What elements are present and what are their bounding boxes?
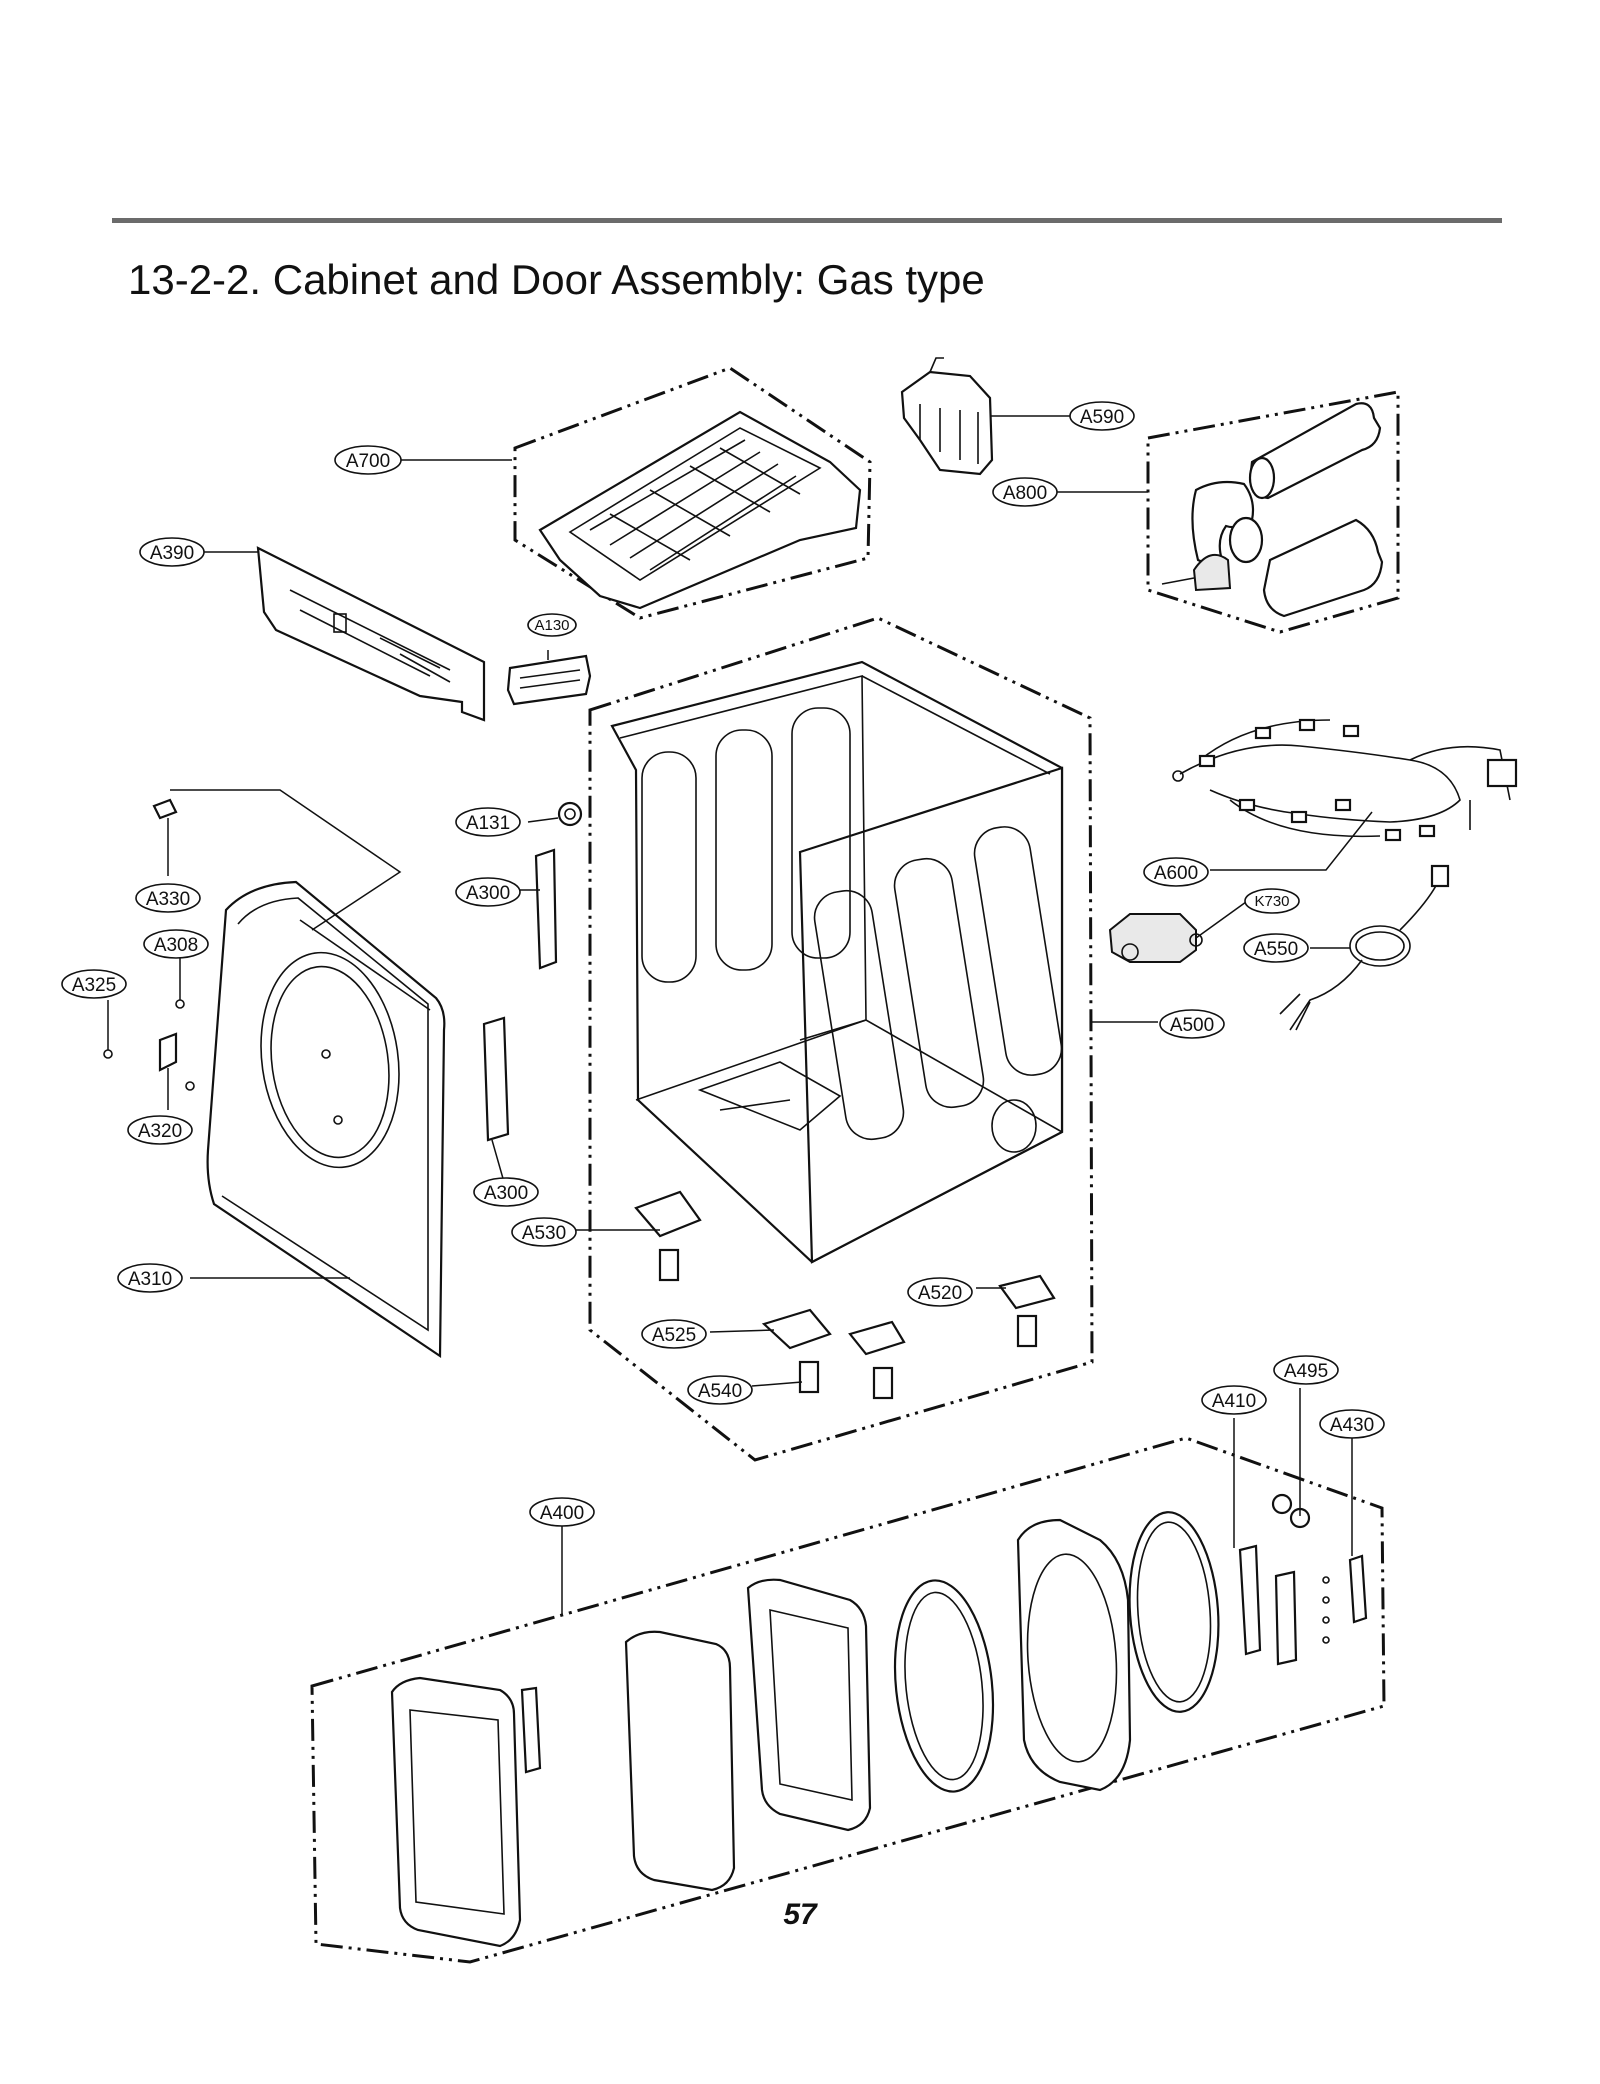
- svg-text:A300: A300: [466, 883, 510, 904]
- label-A590: A590: [1069, 401, 1135, 431]
- page-number: 57: [783, 1898, 817, 1931]
- door-hinge-plate-part: [1016, 1518, 1132, 1792]
- label-A700: A700: [334, 445, 402, 475]
- door-gasket-part: [893, 1579, 995, 1793]
- grommet-part: [557, 801, 583, 827]
- svg-text:A520: A520: [918, 1283, 962, 1304]
- svg-text:A131: A131: [466, 813, 510, 834]
- front-panel-part: [206, 880, 446, 1359]
- svg-text:A530: A530: [522, 1223, 566, 1244]
- wire-harness-part: [1172, 718, 1518, 842]
- label-A320: A320: [127, 1115, 193, 1145]
- power-cord-part: [1279, 864, 1450, 1031]
- label-A430: A430: [1319, 1409, 1385, 1439]
- svg-text:A540: A540: [698, 1381, 742, 1402]
- svg-text:A325: A325: [72, 975, 116, 996]
- leader-lines: [107, 415, 1373, 1614]
- svg-text:A410: A410: [1212, 1391, 1256, 1412]
- cabinet-group-outline: [588, 616, 1094, 1462]
- control-board-part: [506, 654, 592, 706]
- door-inner-frame-part: [746, 1578, 872, 1832]
- cabinet-body-part: [610, 660, 1064, 1264]
- door-glass-part: [624, 1630, 736, 1892]
- label-K730: K730: [1244, 888, 1300, 914]
- left-hardware-parts: [103, 798, 343, 1125]
- rear-panel-part: [256, 546, 486, 722]
- svg-text:A600: A600: [1154, 863, 1198, 884]
- duct-group-outline: [1146, 390, 1400, 634]
- label-A390: A390: [139, 537, 205, 567]
- label-A800: A800: [992, 477, 1058, 507]
- leveling-feet-parts: [634, 1190, 1056, 1400]
- svg-text:A590: A590: [1080, 407, 1124, 428]
- label-A400: A400: [529, 1497, 595, 1527]
- label-A600: A600: [1143, 857, 1209, 887]
- exhaust-duct-parts: [1161, 402, 1384, 618]
- svg-text:A400: A400: [540, 1503, 584, 1524]
- label-A540: A540: [687, 1375, 753, 1405]
- duct-adapter-part: [900, 357, 994, 476]
- svg-text:A700: A700: [346, 451, 390, 472]
- svg-text:A308: A308: [154, 935, 198, 956]
- svg-text:A130: A130: [534, 617, 569, 634]
- label-A308: A308: [143, 929, 209, 959]
- door-frame-outer-part: [390, 1676, 522, 1948]
- label-A530: A530: [511, 1217, 577, 1247]
- svg-text:A390: A390: [150, 543, 194, 564]
- label-A131: A131: [455, 807, 521, 837]
- label-A500: A500: [1159, 1009, 1225, 1039]
- door-inner-ring-part: [1128, 1511, 1220, 1713]
- svg-text:A330: A330: [146, 889, 190, 910]
- door-latch-parts: [1238, 1493, 1368, 1666]
- label-A495: A495: [1273, 1355, 1339, 1385]
- label-A525: A525: [641, 1319, 707, 1349]
- label-A550: A550: [1243, 933, 1309, 963]
- top-plate-part: [538, 410, 862, 610]
- svg-text:A310: A310: [128, 1269, 172, 1290]
- label-A410: A410: [1201, 1385, 1267, 1415]
- label-A325: A325: [61, 969, 127, 999]
- door-handle-part: [520, 1686, 542, 1774]
- hinge-bracket-parts: [482, 848, 558, 1142]
- label-A300-lower: A300: [473, 1177, 539, 1207]
- svg-text:A300: A300: [484, 1183, 528, 1204]
- svg-text:A320: A320: [138, 1121, 182, 1142]
- top-plate-group-outline: [513, 366, 872, 620]
- svg-text:A500: A500: [1170, 1015, 1214, 1036]
- svg-text:K730: K730: [1254, 893, 1289, 910]
- label-A130: A130: [527, 613, 577, 637]
- label-A310: A310: [117, 1263, 183, 1293]
- svg-text:A800: A800: [1003, 483, 1047, 504]
- svg-text:A550: A550: [1254, 939, 1298, 960]
- gas-valve-part: [1108, 913, 1203, 963]
- label-A330: A330: [135, 883, 201, 913]
- page-title: 13-2-2. Cabinet and Door Assembly: Gas t…: [128, 256, 985, 303]
- header-rule: [112, 218, 1502, 223]
- svg-text:A430: A430: [1330, 1415, 1374, 1436]
- svg-text:A525: A525: [652, 1325, 696, 1346]
- svg-text:A495: A495: [1284, 1361, 1328, 1382]
- label-A520: A520: [907, 1277, 973, 1307]
- label-A300-upper: A300: [455, 877, 521, 907]
